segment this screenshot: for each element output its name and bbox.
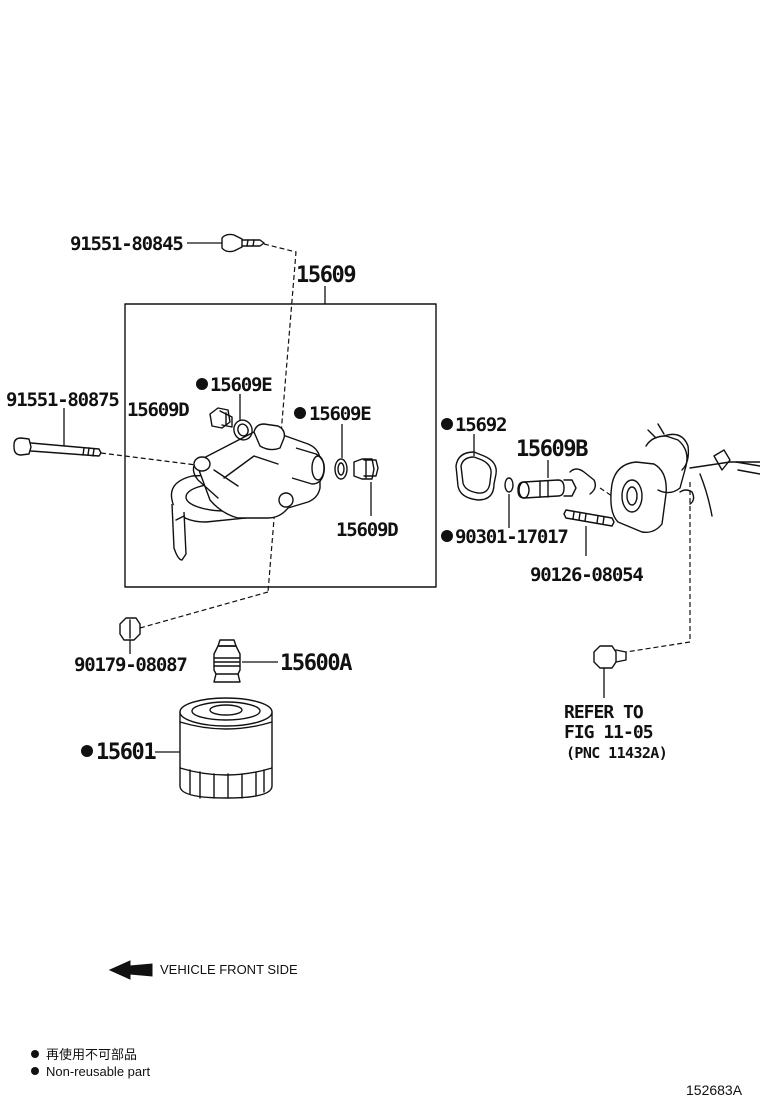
union-pipe-illustration	[517, 479, 577, 499]
part-number-union-pipe[interactable]: 15609B	[516, 437, 590, 462]
part-number-gasket-right[interactable]: 15609E	[309, 403, 372, 425]
figure-code: 152683A	[686, 1082, 743, 1098]
stud-illustration	[563, 509, 615, 527]
nut-illustration	[119, 617, 141, 641]
part-number-small-gasket[interactable]: 90301-17017	[455, 526, 570, 548]
part-number-bolt-left[interactable]: 91551-80875	[6, 389, 121, 411]
bolt-top-illustration	[221, 233, 265, 253]
assembly-frame	[124, 303, 437, 588]
refer-line-2[interactable]: FIG 11-05	[564, 722, 654, 743]
part-number-plug-upper[interactable]: 15609D	[127, 399, 190, 421]
vehicle-front-arrow-icon	[108, 960, 153, 980]
plug-right-illustration	[353, 458, 379, 480]
bolt-left-illustration	[13, 437, 102, 457]
gasket-right-illustration	[334, 458, 348, 480]
refer-line-3[interactable]: (PNC 11432A)	[566, 744, 668, 762]
oil-filter-bracket-illustration	[170, 423, 326, 561]
part-number-bolt-top[interactable]: 91551-80845	[70, 233, 185, 255]
gasket-upper-illustration	[233, 419, 253, 441]
part-number-filter[interactable]: 15601	[96, 740, 158, 765]
engine-block-reference-illustration	[569, 423, 760, 534]
part-number-bracket-assembly[interactable]: 15609	[296, 263, 357, 288]
plug-upper-illustration	[209, 407, 233, 429]
small-gasket-illustration	[504, 477, 514, 493]
direction-label: VEHICLE FRONT SIDE	[160, 962, 298, 977]
part-number-nut[interactable]: 90179-08087	[74, 654, 189, 676]
part-number-plug-right[interactable]: 15609D	[336, 519, 399, 541]
refer-line-1[interactable]: REFER TO	[564, 702, 645, 723]
cover-gasket-illustration	[455, 451, 497, 501]
legend-english: Non-reusable part	[46, 1064, 150, 1079]
legend-japanese: 再使用不可部品	[46, 1047, 137, 1062]
part-number-union[interactable]: 15600A	[280, 651, 354, 676]
part-number-gasket-upper[interactable]: 15609E	[210, 374, 273, 396]
part-number-stud[interactable]: 90126-08054	[530, 564, 645, 586]
union-illustration	[213, 639, 241, 683]
part-number-cover-gasket[interactable]: 15692	[455, 414, 507, 436]
refer-plug-illustration	[593, 645, 627, 669]
oil-filter-illustration	[179, 697, 273, 799]
